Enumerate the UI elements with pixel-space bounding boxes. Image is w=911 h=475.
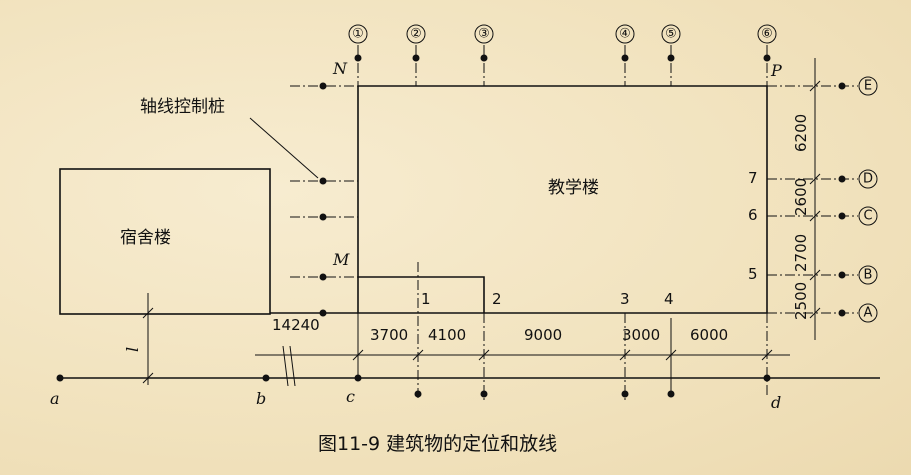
dormitory-label: 宿舍楼	[120, 228, 171, 248]
dim-ticks-right	[809, 80, 821, 319]
axis-bubbles-top: ① ② ③ ④ ⑤ ⑥	[348, 24, 777, 44]
dim-l-tick-bottom	[142, 372, 154, 384]
num-4: 4	[664, 290, 674, 308]
point-c: c	[346, 387, 355, 406]
axis-3-label: ③	[478, 27, 490, 42]
dim-2500: 2500	[792, 282, 810, 320]
dim-9000: 9000	[524, 326, 562, 344]
axis-lines-top	[357, 45, 768, 86]
axis-5-label: ⑤	[665, 27, 677, 42]
axis-lines-right	[767, 85, 858, 314]
dim-6000: 6000	[690, 326, 728, 344]
num-3: 3	[620, 290, 630, 308]
axis-lines-left	[290, 85, 358, 314]
point-a: a	[50, 389, 60, 408]
dim-3000: 3000	[622, 326, 660, 344]
axis-bubbles-right: E D C B A	[858, 76, 878, 323]
axis-dots-left	[319, 82, 327, 317]
leader-line	[249, 117, 319, 179]
point-M: M	[332, 250, 350, 269]
num-5: 5	[748, 265, 758, 283]
axis-C-label: C	[863, 209, 872, 224]
dim-l-tick-top	[142, 307, 154, 319]
break-mark	[282, 345, 296, 387]
dims-right: 6200 2600 2700 2500	[792, 114, 810, 320]
axis-extensions-bottom	[417, 262, 768, 400]
num-7: 7	[748, 169, 758, 187]
point-d: d	[771, 393, 781, 412]
dim-6200: 6200	[792, 114, 810, 152]
dim-2700: 2700	[792, 234, 810, 272]
axis-6-label: ⑥	[761, 27, 773, 42]
dim-2600: 2600	[792, 178, 810, 216]
axis-dots-bottom	[56, 374, 771, 398]
axis-B-label: B	[864, 268, 873, 283]
teaching-label: 教学楼	[548, 178, 599, 198]
figure-caption: 图11-9 建筑物的定位和放线	[318, 433, 557, 455]
axis-A-label: A	[864, 306, 873, 321]
axis-dots-top	[354, 54, 771, 62]
control-pile-label: 轴线控制桩	[140, 97, 225, 117]
teaching-wing	[358, 276, 485, 313]
point-N: N	[332, 59, 348, 78]
axis-2-label: ②	[410, 27, 422, 42]
axis-1-label: ①	[352, 27, 364, 42]
point-b: b	[256, 389, 266, 408]
axis-dots-right	[838, 82, 846, 317]
teaching-outline	[357, 85, 768, 314]
axis-D-label: D	[863, 172, 873, 187]
dim-14240: 14240	[272, 316, 320, 334]
ground-ticks	[357, 313, 672, 395]
dormitory-outline	[59, 168, 271, 315]
num-1: 1	[421, 290, 431, 308]
num-2: 2	[492, 290, 502, 308]
label-l: l	[123, 347, 142, 352]
axis-4-label: ④	[619, 27, 631, 42]
dim-3700: 3700	[370, 326, 408, 344]
num-6: 6	[748, 206, 758, 224]
axis-E-label: E	[864, 79, 872, 94]
point-P: P	[770, 61, 782, 80]
dim-4100: 4100	[428, 326, 466, 344]
